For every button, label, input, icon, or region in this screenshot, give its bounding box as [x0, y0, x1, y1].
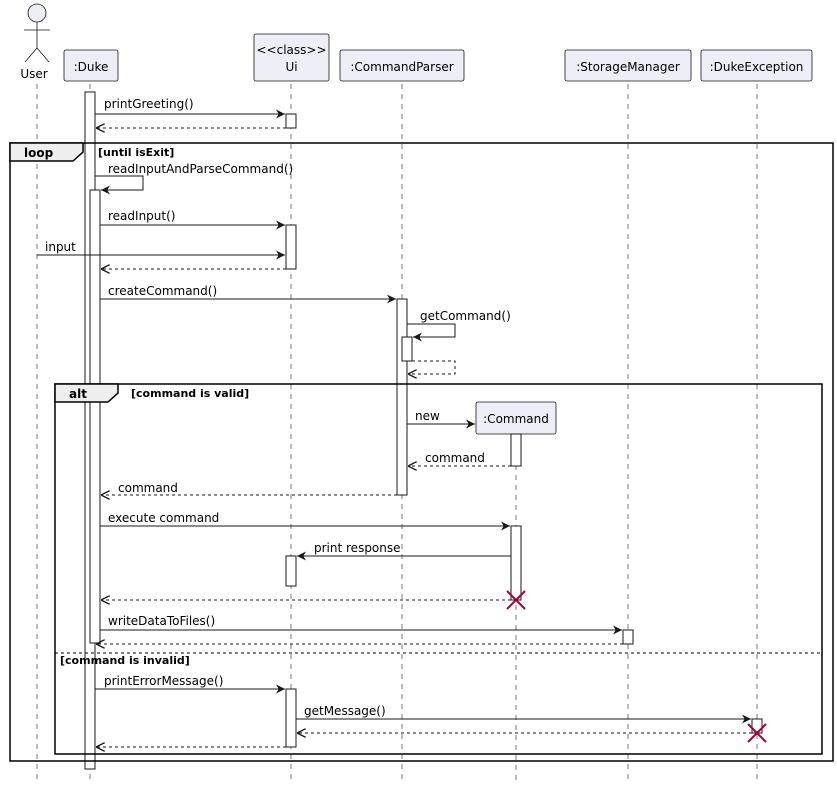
activation-ui-readinput — [285, 224, 297, 270]
message-user-input-label: input — [45, 240, 76, 254]
actor-user-right-leg — [36, 47, 50, 63]
activation-storagemanager — [622, 629, 634, 645]
alt-keyword: alt — [69, 387, 87, 401]
message-createcommand-label: createCommand() — [108, 284, 217, 298]
participant-commandparser: :CommandParser — [339, 49, 465, 82]
activation-parser — [396, 298, 408, 496]
participant-storagemanager: :StorageManager — [564, 49, 692, 82]
participant-commandparser-label: :CommandParser — [350, 60, 453, 74]
actor-user-label: User — [20, 67, 47, 81]
destroy-dukeexception-mark — [747, 723, 767, 743]
alt-frame — [54, 383, 823, 755]
loop-keyword: loop — [24, 146, 54, 160]
activation-ui-printresponse — [285, 555, 297, 587]
loop-fragment: loop [until isExit] — [9, 142, 834, 762]
destroy-command-stroke-b — [506, 590, 526, 610]
participant-duke-label: :Duke — [74, 60, 109, 74]
message-readinputandparse-label: readInputAndParseCommand() — [108, 162, 293, 176]
message-writedatatofiles-label: writeDataToFiles() — [108, 614, 215, 628]
participant-ui-label: Ui — [285, 60, 297, 74]
participant-ui-box — [253, 33, 330, 82]
destroy-command-mark — [506, 590, 526, 610]
actor-user-head — [27, 3, 47, 23]
message-readinput-label: readInput() — [108, 209, 175, 223]
participant-dukeexception: :DukeException — [700, 49, 813, 82]
message-getmessage-label: getMessage() — [304, 704, 386, 718]
loop-guard: [until isExit] — [98, 146, 174, 159]
message-printgreeting-label: printGreeting() — [104, 97, 194, 111]
message-execute-command-label: execute command — [108, 511, 219, 525]
loop-frame — [9, 142, 834, 762]
message-getcommand-label: getCommand() — [420, 309, 511, 323]
message-print-response-label: print response — [314, 541, 401, 555]
return-command-to-duke-label: command — [118, 481, 178, 495]
actor-user-left-leg — [24, 47, 38, 63]
return-command-to-parser-label: command — [425, 451, 485, 465]
message-getcommand — [407, 323, 456, 342]
loop-tab — [9, 142, 84, 162]
activation-parser-nested — [401, 336, 413, 362]
participant-command: :Command — [475, 401, 557, 435]
participant-commandparser-box — [339, 49, 465, 82]
alt-guard: [command is valid] — [131, 387, 249, 400]
activation-command-init — [510, 433, 522, 467]
message-printerrormessage-label: printErrorMessage() — [104, 674, 223, 688]
alt-else-guard: [command is invalid] — [60, 654, 190, 667]
participant-dukeexception-box — [700, 49, 813, 82]
participant-storagemanager-box — [564, 49, 692, 82]
participant-ui: <<class>> Ui — [253, 33, 330, 82]
destroy-dukeexception-stroke-b — [747, 723, 767, 743]
participant-dukeexception-label: :DukeException — [710, 60, 804, 74]
message-new-command-label: new — [415, 409, 440, 423]
activation-ui-printerror — [285, 688, 297, 748]
message-readinputandparse — [95, 175, 144, 195]
actor-user: User — [20, 3, 50, 81]
activation-command-execute — [510, 525, 522, 601]
participant-ui-stereotype: <<class>> — [256, 43, 326, 57]
alt-fragment: alt [command is valid] [command is inval… — [54, 383, 823, 755]
participant-duke-box — [63, 49, 119, 82]
activation-ui-greeting — [285, 113, 297, 129]
alt-tab — [54, 383, 119, 403]
participant-storagemanager-label: :StorageManager — [576, 60, 680, 74]
participant-command-label: :Command — [483, 412, 549, 426]
participant-duke: :Duke — [63, 49, 119, 82]
return-getcommand — [408, 360, 456, 374]
activation-duke-nested — [89, 189, 101, 644]
